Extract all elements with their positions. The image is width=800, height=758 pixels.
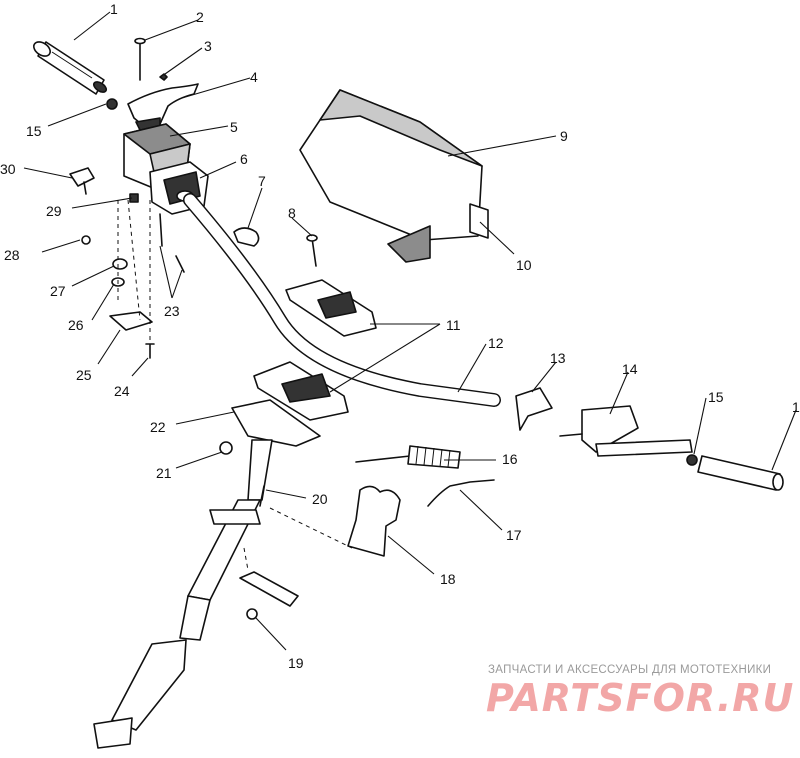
handlebar-clamp-lower xyxy=(253,361,349,421)
brake-switch-part xyxy=(515,387,553,431)
callout-28: 28 xyxy=(4,247,20,263)
grip-end-cap-right xyxy=(686,454,698,466)
brake-lever-part xyxy=(559,405,693,457)
watermark-tagline: ЗАПЧАСТИ И АКСЕССУАРЫ ДЛЯ МОТОТЕХНИКИ xyxy=(488,664,772,676)
callout-2: 2 xyxy=(196,9,204,25)
callout-4: 4 xyxy=(250,69,258,85)
callout-20: 20 xyxy=(312,491,328,507)
callout-10: 10 xyxy=(516,257,532,273)
callout-5: 5 xyxy=(230,119,238,135)
console-cover-part xyxy=(299,89,483,263)
callout-labels: 1 2 3 4 5 6 7 8 9 10 11 12 13 14 15 1 16… xyxy=(0,1,800,671)
screw-part-23a xyxy=(159,213,163,247)
callout-3: 3 xyxy=(204,38,212,54)
nut-part-19 xyxy=(246,608,258,620)
bolt-part-20 xyxy=(259,485,265,507)
handlebar-clamp-upper xyxy=(285,279,377,337)
grip-end-cap-left xyxy=(106,98,118,110)
screw-part-23b xyxy=(175,255,185,273)
callout-29: 29 xyxy=(46,203,62,219)
callout-15-right: 15 xyxy=(708,389,724,405)
leader-lines xyxy=(23,11,797,651)
callout-16: 16 xyxy=(502,451,518,467)
callout-14: 14 xyxy=(622,361,638,377)
callout-13: 13 xyxy=(550,350,566,366)
callout-21: 21 xyxy=(156,465,172,481)
callout-19: 19 xyxy=(288,655,304,671)
handlebar-inner xyxy=(184,194,500,406)
console-bracket-part xyxy=(469,203,489,239)
callout-8: 8 xyxy=(288,205,296,221)
callout-26: 26 xyxy=(68,317,84,333)
callout-6: 6 xyxy=(240,151,248,167)
clip-part xyxy=(159,73,168,81)
right-grip-part xyxy=(697,455,784,491)
washer-part-27 xyxy=(112,258,128,270)
nut-part-28 xyxy=(81,235,91,245)
callout-22: 22 xyxy=(150,419,166,435)
callout-17: 17 xyxy=(506,527,522,543)
assembly-line-right xyxy=(243,507,353,571)
throttle-lever-part xyxy=(127,83,199,131)
mount-bracket-part xyxy=(347,485,401,557)
callout-11: 11 xyxy=(446,317,461,333)
callout-30: 30 xyxy=(0,161,16,177)
screw-part-24 xyxy=(145,343,155,359)
nut-part-21 xyxy=(219,441,233,455)
coil-cord-part xyxy=(355,445,461,469)
callout-9: 9 xyxy=(560,128,568,144)
sleeve-part xyxy=(239,571,299,607)
callout-27: 27 xyxy=(50,283,66,299)
callout-12: 12 xyxy=(488,335,504,351)
callout-25: 25 xyxy=(76,367,92,383)
callout-1-right: 1 xyxy=(792,399,800,415)
assembly-line-left xyxy=(117,199,151,340)
wire-harness-part xyxy=(427,479,495,507)
callout-24: 24 xyxy=(114,383,130,399)
screw-bracket-part xyxy=(69,167,95,195)
clamp-plate-part xyxy=(109,311,153,331)
callout-15-left: 15 xyxy=(26,123,42,139)
callout-23: 23 xyxy=(164,303,180,319)
callout-18: 18 xyxy=(440,571,456,587)
left-grip-part xyxy=(33,41,108,95)
pin-part xyxy=(134,37,146,81)
callout-7: 7 xyxy=(258,173,266,189)
bolt-part-8 xyxy=(306,234,318,267)
callout-1: 1 xyxy=(110,1,118,17)
steering-post-part xyxy=(93,399,321,749)
watermark-logo: PARTSFOR.RU xyxy=(486,676,795,720)
cable-clamp-part xyxy=(233,227,260,247)
